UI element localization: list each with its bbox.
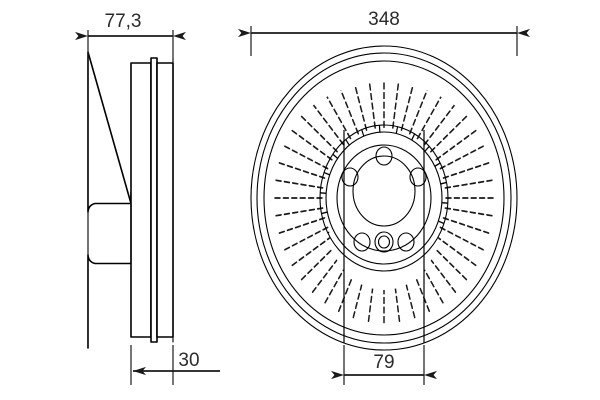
dimension-label-diameter-hub: 79 bbox=[373, 352, 394, 373]
side-section-view bbox=[87, 51, 174, 349]
profile-vent-gap bbox=[150, 57, 158, 343]
profile-hat-upper bbox=[87, 51, 132, 213]
front-face-view bbox=[250, 45, 518, 351]
dimension-diameter-outer: 348 bbox=[238, 9, 530, 56]
disc-outer-edge-inner bbox=[256, 52, 512, 344]
disc-friction-inner bbox=[319, 124, 449, 272]
dimension-diameter-hub: 79 bbox=[331, 345, 437, 385]
vane-slot-pattern bbox=[272, 82, 496, 326]
dimension-width-overall: 77,3 bbox=[75, 11, 186, 60]
bolt-hole-5 bbox=[341, 167, 359, 187]
profile-outer-plate bbox=[130, 62, 152, 338]
dimension-label-thickness-disc: 30 bbox=[178, 350, 199, 371]
bolt-hole-4 bbox=[353, 232, 371, 252]
disc-hat-face bbox=[336, 144, 432, 252]
bolt-hole-group bbox=[341, 146, 427, 252]
disc-friction-outer bbox=[263, 60, 505, 336]
dimension-thickness-disc: 30 bbox=[130, 345, 220, 385]
disc-body-fill bbox=[251, 46, 517, 350]
dimension-label-diameter-outer: 348 bbox=[368, 9, 400, 30]
profile-inner-plate bbox=[156, 62, 174, 338]
bolt-hole-1 bbox=[375, 146, 393, 166]
disc-outer-edge bbox=[250, 45, 518, 351]
profile-hat-lower bbox=[87, 254, 132, 349]
center-bore bbox=[352, 155, 416, 227]
pilot-hole bbox=[374, 231, 394, 253]
dimension-label-width-overall: 77,3 bbox=[105, 11, 142, 32]
bolt-hole-2 bbox=[409, 167, 427, 187]
disc-hat-outer bbox=[325, 131, 443, 265]
bolt-hole-3 bbox=[397, 232, 415, 252]
hub-tangent-lines bbox=[343, 130, 425, 350]
